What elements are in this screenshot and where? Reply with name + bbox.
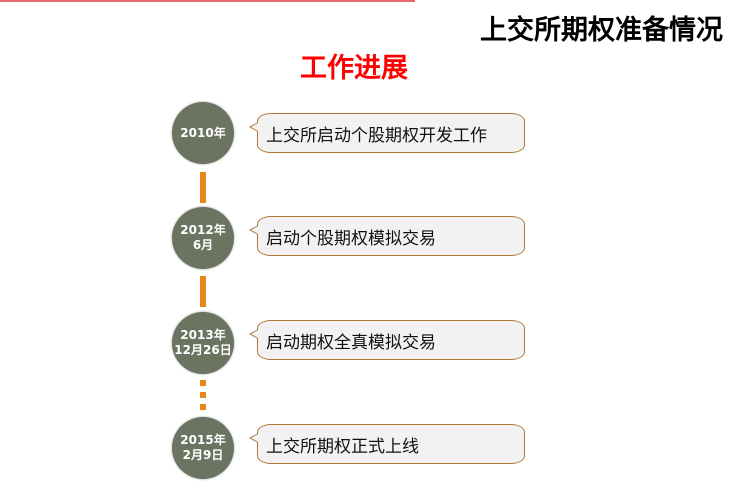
bubble-tail: [249, 329, 258, 339]
timeline-event-bubble: 上交所启动个股期权开发工作: [249, 113, 525, 153]
timeline-connector-dot: [200, 404, 206, 410]
timeline-event-bubble: 启动期权全真模拟交易: [249, 320, 525, 360]
timeline-connector: [200, 172, 206, 203]
timeline-date-circle: 2010年: [172, 102, 234, 164]
event-text: 上交所期权正式上线: [266, 436, 419, 457]
bubble-tail: [249, 433, 258, 443]
date-line2: 2月9日: [182, 448, 224, 462]
date-line2: 12月26日: [174, 343, 232, 357]
date-line2: 6月: [192, 238, 214, 252]
top-divider-line: [0, 0, 415, 2]
bubble-tail: [249, 122, 258, 132]
timeline-event-bubble: 上交所期权正式上线: [249, 424, 525, 464]
timeline-event-bubble: 启动个股期权模拟交易: [249, 216, 525, 256]
date-line1: 2010年: [180, 125, 226, 140]
date-line1: 2015年: [180, 433, 226, 447]
date-line1: 2013年: [180, 328, 226, 342]
event-text: 上交所启动个股期权开发工作: [266, 125, 487, 146]
timeline-connector: [200, 276, 206, 307]
timeline-connector-dot: [200, 380, 206, 386]
slide-subtitle: 工作进展: [300, 53, 408, 84]
bubble-tail: [249, 225, 258, 235]
date-line1: 2012年: [180, 223, 226, 237]
timeline-connector-dot: [200, 392, 206, 398]
event-text: 启动期权全真模拟交易: [266, 332, 436, 353]
event-text: 启动个股期权模拟交易: [266, 228, 436, 249]
slide-title: 上交所期权准备情况: [480, 15, 723, 46]
